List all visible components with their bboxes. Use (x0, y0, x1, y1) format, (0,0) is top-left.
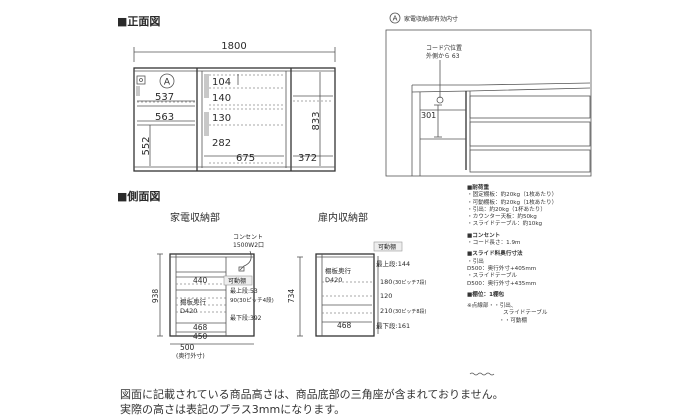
dim-552: 552 (141, 136, 152, 155)
front-view-heading: ■正面図 (117, 14, 160, 28)
spec-slide-2: D500：奥行外寸+405mm (467, 265, 537, 272)
dim-938: 938 (151, 289, 160, 304)
shelf-depth-label-2: D420 (180, 307, 197, 315)
dim-500: 500 (180, 343, 195, 352)
dim-440: 440 (193, 276, 208, 285)
movable-shelf-tag-left (223, 275, 253, 286)
right-dim-468: 468 (337, 321, 352, 330)
spec-slide-4: D500：奥行外寸+435mm (467, 280, 537, 287)
outlet-box (136, 75, 146, 85)
right-shelf-depth-1: 棚板奥行 (325, 266, 352, 275)
detail-drawer-mid (469, 121, 591, 147)
dim-734: 734 (287, 289, 296, 304)
pitch-210: 210 (380, 307, 392, 315)
dim-833: 833 (311, 111, 322, 130)
outlet-hole (139, 78, 143, 82)
total-width-label: 1800 (221, 41, 246, 52)
dim-282: 282 (212, 138, 231, 149)
spec-load-heading: ■耐荷重 (467, 185, 490, 191)
legend-wavy-line (469, 372, 495, 376)
dim-468: 468 (193, 323, 208, 332)
outlet-label-1: コンセント (233, 234, 263, 241)
top-shelf-144: 最上段:144 (376, 259, 410, 268)
dim-140: 140 (212, 93, 231, 104)
spec-load-5: ・スライドテーブル：約10kg (467, 221, 543, 228)
spec-slide-heading: ■スライド料奥行寸法 (467, 251, 523, 258)
spec-slide-1: ・引出 (467, 258, 484, 265)
dim-372: 372 (298, 153, 317, 164)
pitch-180-note: (30ピッチ7段) (393, 279, 426, 286)
spec-panel: ■耐荷重 ・固定棚板：約20kg（1枚あたり） ・可動棚板：約20kg（1枚あた… (467, 185, 677, 325)
top-shelf-53: 最上段:53 (230, 287, 258, 295)
left-side-outline (169, 253, 255, 337)
dim-675: 675 (236, 153, 255, 164)
outlet-cord (239, 250, 252, 271)
cord-label-1: コード穴位置 (426, 44, 462, 52)
cord-hole (436, 96, 444, 104)
movable-shelf-tag-right (373, 241, 403, 252)
slide-rail (204, 112, 209, 136)
spec-slide-3: ・スライドテーブル (467, 273, 518, 280)
rail-mark (136, 86, 140, 96)
left-section-title: 家電収納部 (170, 211, 220, 224)
right-side-outline (315, 253, 375, 337)
cabinet-front-outline (133, 67, 336, 172)
side-view-heading: ■側面図 (117, 189, 160, 203)
label-a-circle (159, 73, 175, 89)
pitch-210-note: (30ピッチ8段) (393, 308, 426, 315)
footnote-line-2: 実際の高さは表記のプラス3mmになります。 (120, 403, 346, 416)
spec-shelf-heading: ■棚位：1棚包 (467, 291, 505, 298)
dim-120: 120 (380, 292, 392, 300)
right-section-title: 扉内収納部 (318, 211, 368, 224)
pitch-90: 90(30ピッチ4段) (230, 296, 274, 304)
spec-load-4: ・カウンター天板：約50kg (467, 214, 537, 221)
spec-legend-3: ・・可動棚 (499, 317, 527, 324)
detail-frame (385, 29, 592, 177)
detail-top-edge (412, 82, 591, 86)
detail-top-edge-2 (411, 87, 591, 93)
detail-drawer-low (469, 149, 591, 173)
outlet-plug (238, 266, 245, 272)
slide-rail (204, 74, 209, 98)
spec-outlet-1: ・コード長さ：1.9m (467, 240, 521, 247)
pitch-180: 180 (380, 278, 392, 286)
detail-title: 家電収納部有効内寸 (404, 15, 458, 23)
spec-legend-2: スライドテーブル (503, 310, 548, 317)
spec-outlet-heading: ■コンセント (467, 232, 501, 239)
detail-a-label: A (393, 15, 398, 23)
footnote: 図面に記載されている商品高さは、商品底部の三角座が含まれておりません。 実際の高… (120, 387, 504, 417)
dim-301: 301 (421, 111, 436, 120)
detail-a-circle (389, 12, 401, 24)
dim-104: 104 (212, 77, 231, 88)
bottom-shelf-161: 最下段:161 (376, 321, 410, 330)
dim-130: 130 (212, 113, 231, 124)
bottom-shelf-392: 最下段:392 (230, 314, 262, 322)
spec-load-2: ・可動棚板：約20kg（1枚あたり） (467, 199, 558, 206)
dim-563: 563 (155, 112, 174, 123)
footnote-line-1: 図面に記載されている商品高さは、商品底部の三角座が含まれておりません。 (120, 388, 504, 401)
cord-label-2: 外側から 63 (426, 52, 460, 60)
spec-load-3: ・引出：約20kg（1杯あたり） (467, 206, 546, 213)
spec-legend-1: ※点線部・・引出、 (467, 303, 517, 310)
dim-450: 450 (193, 332, 208, 341)
outlet-label-2: 1500W2口 (233, 242, 264, 249)
shelf-depth-label-1: 棚板奥行 (180, 297, 207, 306)
label-a: A (164, 78, 171, 88)
movable-shelf-label-left: 可動棚 (228, 277, 246, 285)
dim-537: 537 (155, 92, 174, 103)
detail-drawer-top (469, 95, 591, 119)
movable-shelf-label-right: 可動棚 (378, 243, 396, 251)
spec-load-1: ・固定棚板：約20kg（1枚あたり） (467, 192, 558, 199)
depth-outer-label: (奥行外寸) (176, 352, 205, 360)
right-shelf-depth-2: D420 (325, 276, 342, 284)
